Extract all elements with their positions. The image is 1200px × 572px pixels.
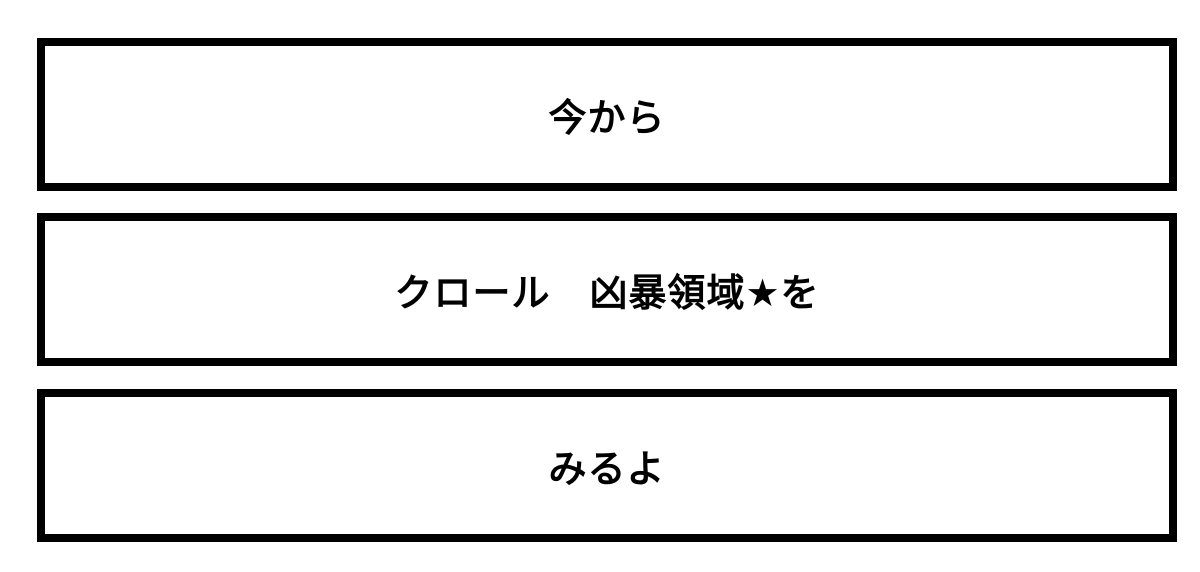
text-panel-2: クロール 凶暴領域★を — [37, 213, 1177, 366]
text-panel-1: 今から — [37, 38, 1177, 191]
panel-3-text: みるよ — [548, 447, 666, 491]
text-panel-3: みるよ — [37, 389, 1177, 542]
panel-1-text: 今から — [548, 96, 666, 140]
panel-2-text: クロール 凶暴領域★を — [394, 271, 820, 315]
